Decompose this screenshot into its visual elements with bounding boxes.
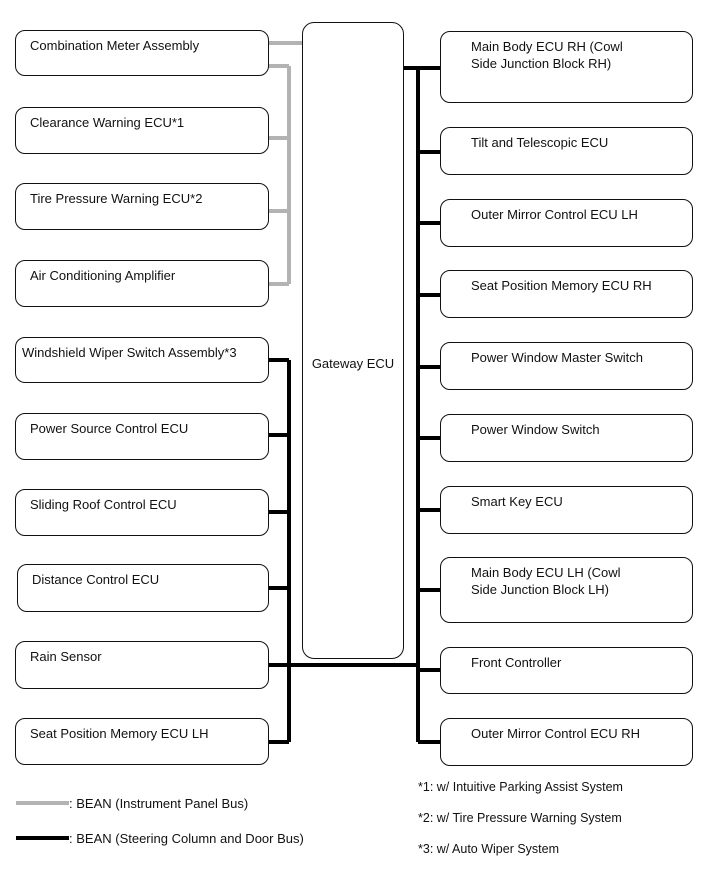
right-box-smart-key-ecu: Smart Key ECU [440, 486, 693, 534]
right-box-outer-mirror-control-ecu-lh: Outer Mirror Control ECU LH [440, 199, 693, 247]
left-box-rain-sensor: Rain Sensor [15, 641, 269, 689]
right-box-main-body-ecu-rh: Main Body ECU RH (Cowl Side Junction Blo… [440, 31, 693, 103]
footnote-3: *3: w/ Auto Wiper System [418, 842, 560, 856]
legend-steering-bus-label: : BEAN (Steering Column and Door Bus) [69, 831, 304, 846]
legend-instrument-bus-label: : BEAN (Instrument Panel Bus) [69, 796, 249, 811]
right-box-seat-position-memory-ecu-rh: Seat Position Memory ECU RH [440, 270, 693, 318]
footnote-2: *2: w/ Tire Pressure Warning System [418, 811, 622, 825]
legend-sample-instrument-bus [16, 801, 69, 805]
left-box-clearance-warning-ecu: Clearance Warning ECU*1 [15, 107, 269, 154]
right-box-outer-mirror-control-ecu-rh: Outer Mirror Control ECU RH [440, 718, 693, 766]
right-box-front-controller: Front Controller [440, 647, 693, 694]
legend-sample-steering-bus [16, 836, 69, 840]
gateway-ecu-label: Gateway ECU [311, 356, 395, 371]
right-box-power-window-master-switch: Power Window Master Switch [440, 342, 693, 390]
steering-door-bus [268, 66, 440, 744]
left-box-power-source-control-ecu: Power Source Control ECU [15, 413, 269, 460]
right-box-power-window-switch: Power Window Switch [440, 414, 693, 462]
left-box-air-conditioning-amplifier: Air Conditioning Amplifier [15, 260, 269, 307]
gateway-ecu-box: Gateway ECU [302, 22, 404, 659]
left-box-sliding-roof-control-ecu: Sliding Roof Control ECU [15, 489, 269, 536]
left-box-tire-pressure-warning-ecu: Tire Pressure Warning ECU*2 [15, 183, 269, 230]
right-box-tilt-telescopic-ecu: Tilt and Telescopic ECU [440, 127, 693, 175]
right-box-main-body-ecu-lh: Main Body ECU LH (Cowl Side Junction Blo… [440, 557, 693, 623]
footnote-1: *1: w/ Intuitive Parking Assist System [418, 780, 623, 794]
left-box-windshield-wiper-switch: Windshield Wiper Switch Assembly*3 [15, 337, 269, 383]
left-box-distance-control-ecu: Distance Control ECU [17, 564, 269, 612]
left-box-combination-meter: Combination Meter Assembly [15, 30, 269, 76]
left-box-seat-position-memory-ecu-lh: Seat Position Memory ECU LH [15, 718, 269, 765]
instrument-panel-bus [268, 41, 303, 286]
